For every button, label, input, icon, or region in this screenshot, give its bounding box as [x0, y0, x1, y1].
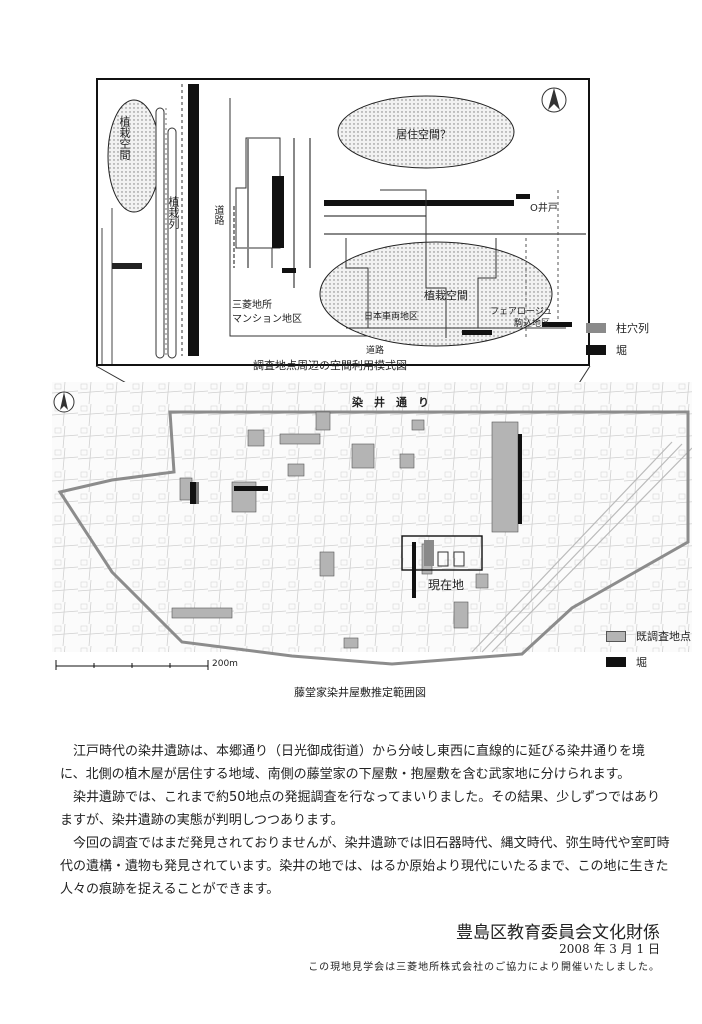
legend-swatch [586, 323, 606, 333]
legend-label: 柱穴列 [616, 322, 649, 335]
well-label: O井戸 [530, 203, 558, 214]
mitsubishi-block-outline [229, 98, 406, 337]
road-bottom-label: 道路 [366, 346, 385, 356]
estimated-boundary [57, 410, 690, 666]
cooperation-note: この現地見学会は三菱地所株式会社のご協力により開催いたしました。 [308, 962, 660, 973]
road-vertical-label: 道路 [212, 205, 223, 225]
site-map-caption: 藤堂家染井屋敷推定範囲図 [294, 686, 426, 699]
paragraph: 江戸時代の染井遺跡は、本郷通り（日光御成街道）から分岐し東西に直線的に延びる染井… [60, 744, 646, 782]
date: 2008 年 3 月 1 日 [559, 942, 660, 956]
paragraph: 染井遺跡では、これまで約50地点の発掘調査を行なってまいりました。その結果、少し… [60, 790, 660, 828]
current-site-box [401, 535, 483, 571]
planting-space-label: 植栽空間 [424, 289, 468, 302]
paragraph: 今回の調査ではまだ発見されておりませんが、染井遺跡では旧石器時代、縄文時代、弥生… [60, 836, 670, 897]
living-space-label: 居住空間？ [396, 128, 451, 141]
planting-row-label: 植栽列 [167, 196, 180, 229]
nihon-sharyo-area-label: 日本車両地区 [364, 312, 419, 322]
legend-item-post-holes: 柱穴列 [586, 320, 649, 336]
planting-space-vertical-ellipse [107, 99, 161, 213]
fair-rouge-label-2: 駒込地区 [514, 319, 551, 329]
current-site-label: 現在地 [428, 578, 465, 592]
mitsubishi-area-label-1: 三菱地所 [232, 300, 272, 311]
legend-swatch [586, 345, 606, 355]
body-text: 江戸時代の染井遺跡は、本郷通り（日光御成街道）から分岐し東西に直線的に延びる染井… [60, 740, 670, 901]
street-label: 染 井 通 り [352, 396, 429, 409]
inset-legend: 柱穴列 堀 [586, 320, 649, 358]
road-vertical-moat [188, 84, 199, 356]
legend-item-moat: 堀 [586, 342, 649, 358]
spatial-use-diagram [96, 78, 590, 366]
scale-label: 200m [212, 659, 238, 669]
scale-bar [55, 660, 209, 670]
planting-row-rail [155, 107, 165, 359]
mitsubishi-area-label-2: マンション地区 [232, 314, 302, 325]
site-range-map [52, 382, 692, 670]
legend-label: 堀 [616, 344, 627, 357]
legend-label: 堀 [636, 656, 647, 669]
living-space-ellipse [337, 95, 515, 169]
planting-space-ellipse [319, 241, 553, 347]
inset-caption: 調査地点周辺の空間利用模式図 [253, 359, 407, 372]
horizontal-moat [324, 200, 514, 206]
legend-item-moat: 堀 [606, 654, 691, 670]
legend-swatch [606, 630, 626, 642]
organization-name: 豊島区教育委員会文化財係 [456, 923, 660, 943]
planting-space-vertical-label: 植栽空間 [118, 116, 131, 160]
fair-rouge-label-1: フェアロージュ [490, 307, 553, 317]
legend-label: 既調査地点 [636, 630, 691, 643]
site-map-legend: 既調査地点 堀 [606, 628, 691, 670]
legend-item-surveyed: 既調査地点 [606, 628, 691, 644]
legend-swatch [606, 657, 626, 667]
